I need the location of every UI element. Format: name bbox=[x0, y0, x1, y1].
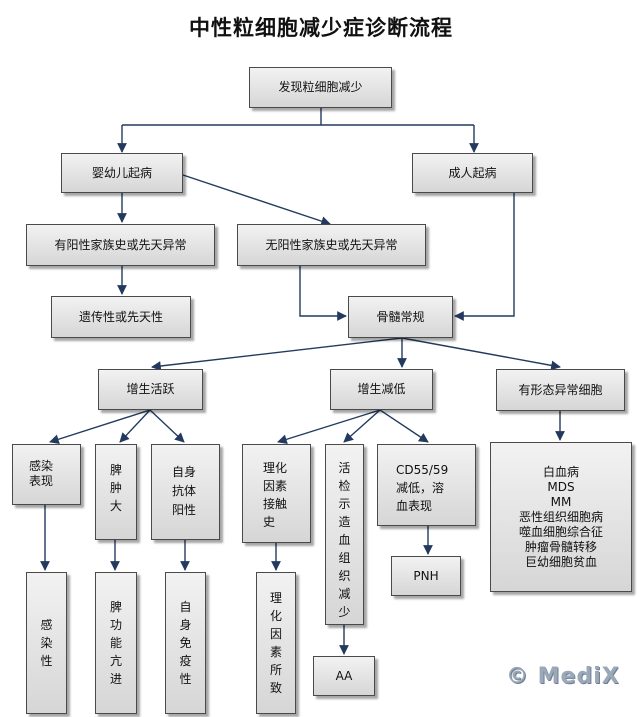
node-adult-onset: 成人起病 bbox=[412, 153, 533, 193]
node-pnh: PNH bbox=[391, 556, 461, 596]
node-splenomegaly: 脾 肿 大 bbox=[95, 444, 137, 540]
node-start: 发现粒细胞减少 bbox=[249, 67, 392, 108]
node-bone-marrow: 骨髓常规 bbox=[348, 296, 453, 338]
node-abnormal-morphology: 有形态异常细胞 bbox=[496, 369, 625, 411]
node-exposure-history: 理化 因素 接触 史 bbox=[242, 444, 311, 543]
node-hereditary: 遗传性或先天性 bbox=[51, 296, 191, 338]
node-physicochemical: 理 化 因 素 所 致 bbox=[256, 572, 296, 714]
node-infant-onset: 婴幼儿起病 bbox=[61, 153, 183, 193]
node-infection-signs: 感染 表现 bbox=[12, 444, 81, 505]
node-family-history-negative: 无阳性家族史或先天异常 bbox=[237, 224, 426, 266]
node-autoimmune: 自 身 免 疫 性 bbox=[165, 572, 206, 714]
page-title: 中性粒细胞减少症诊断流程 bbox=[189, 15, 453, 40]
node-autoantibody-positive: 自身 抗体 阳性 bbox=[151, 444, 220, 540]
node-hyperplasia-active: 增生活跃 bbox=[98, 369, 203, 410]
node-aplastic-anemia: AA bbox=[313, 656, 375, 696]
node-hyperplasia-reduced: 增生减低 bbox=[330, 369, 433, 410]
node-disease-list: 白血病 MDS MM 恶性组织细胞病 噬血细胞综合征 肿瘤骨髓转移 巨幼细胞贫血 bbox=[490, 442, 632, 592]
node-hypersplenism: 脾 功 能 亢 进 bbox=[95, 572, 137, 714]
node-infectious: 感 染 性 bbox=[26, 572, 67, 714]
medix-logo: © MediX bbox=[506, 664, 620, 689]
node-family-history-positive: 有阳性家族史或先天异常 bbox=[26, 224, 215, 266]
node-cd55-59-reduced: CD55/59 减低，溶 血表现 bbox=[377, 444, 476, 526]
node-biopsy-reduced: 活 检 示 造 血 组 织 减 少 bbox=[325, 444, 364, 625]
